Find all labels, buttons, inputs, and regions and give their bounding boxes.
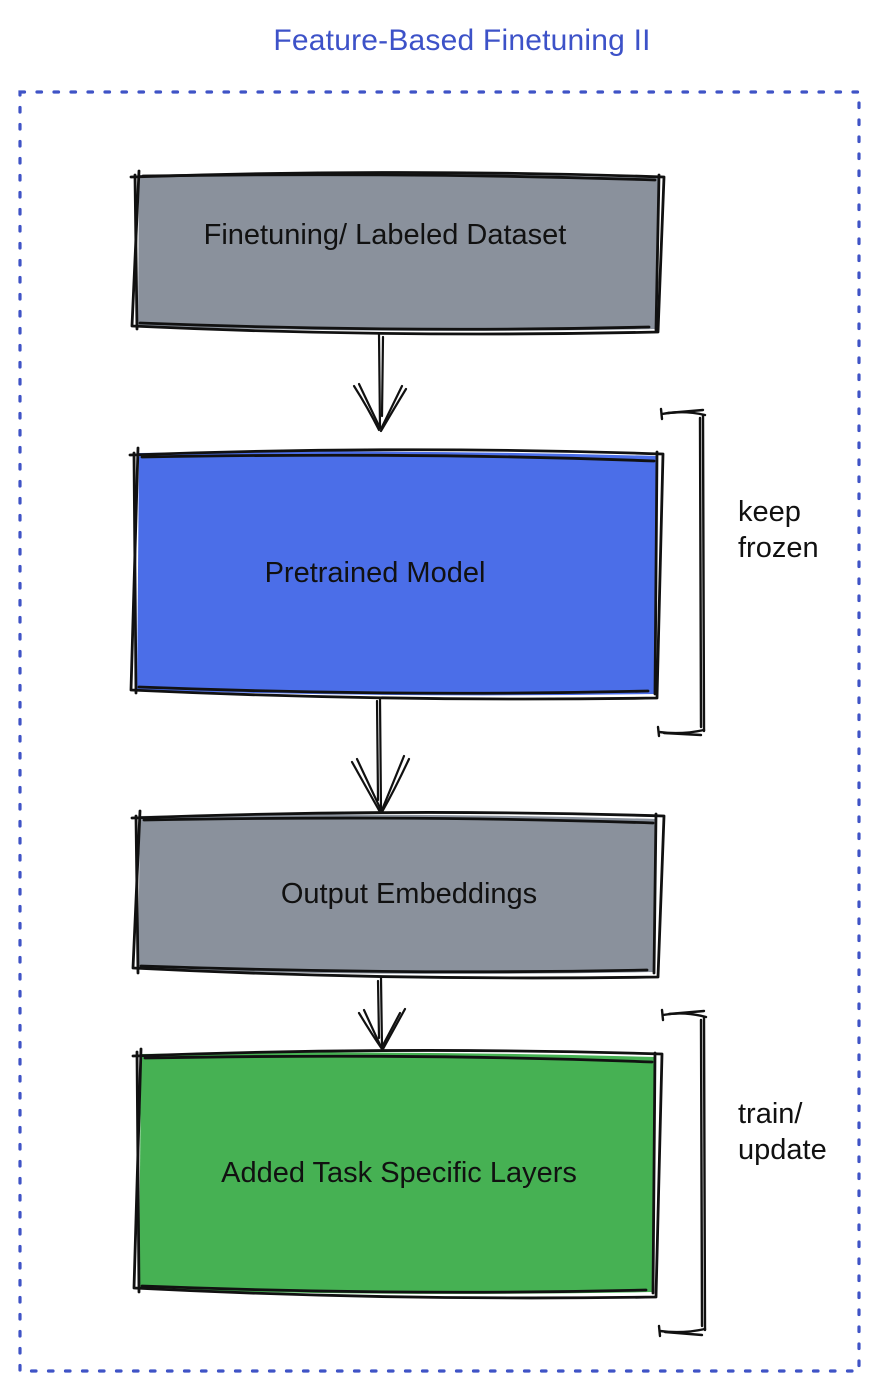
node-output-embeddings-label: Output Embeddings <box>280 878 538 910</box>
flow-arrows <box>350 332 411 1051</box>
diagram-dotted-border <box>18 90 861 1373</box>
node-finetuning-dataset-label: Finetuning/ Labeled Dataset <box>203 219 567 251</box>
bracket-train-update <box>657 1008 708 1338</box>
arrow-embeddings-to-layers <box>357 976 407 1051</box>
arrow-dataset-to-model <box>352 332 408 433</box>
node-pretrained-model <box>137 451 657 696</box>
node-output-embeddings <box>138 814 657 974</box>
annotation-train-update: train/ update <box>738 1098 827 1166</box>
node-pretrained-model-label: Pretrained Model <box>264 557 486 589</box>
node-added-task-layers-label: Added Task Specific Layers <box>221 1157 577 1189</box>
node-added-task-layers <box>139 1052 656 1294</box>
node-finetuning-dataset <box>138 173 658 331</box>
annotation-keep-frozen: keep frozen <box>738 496 819 564</box>
bracket-keep-frozen <box>656 407 707 738</box>
arrow-model-to-embeddings <box>350 696 411 814</box>
node-outlines <box>128 169 666 1300</box>
annotation-brackets <box>656 407 708 1338</box>
page-title: Feature-Based Finetuning II <box>273 24 651 57</box>
